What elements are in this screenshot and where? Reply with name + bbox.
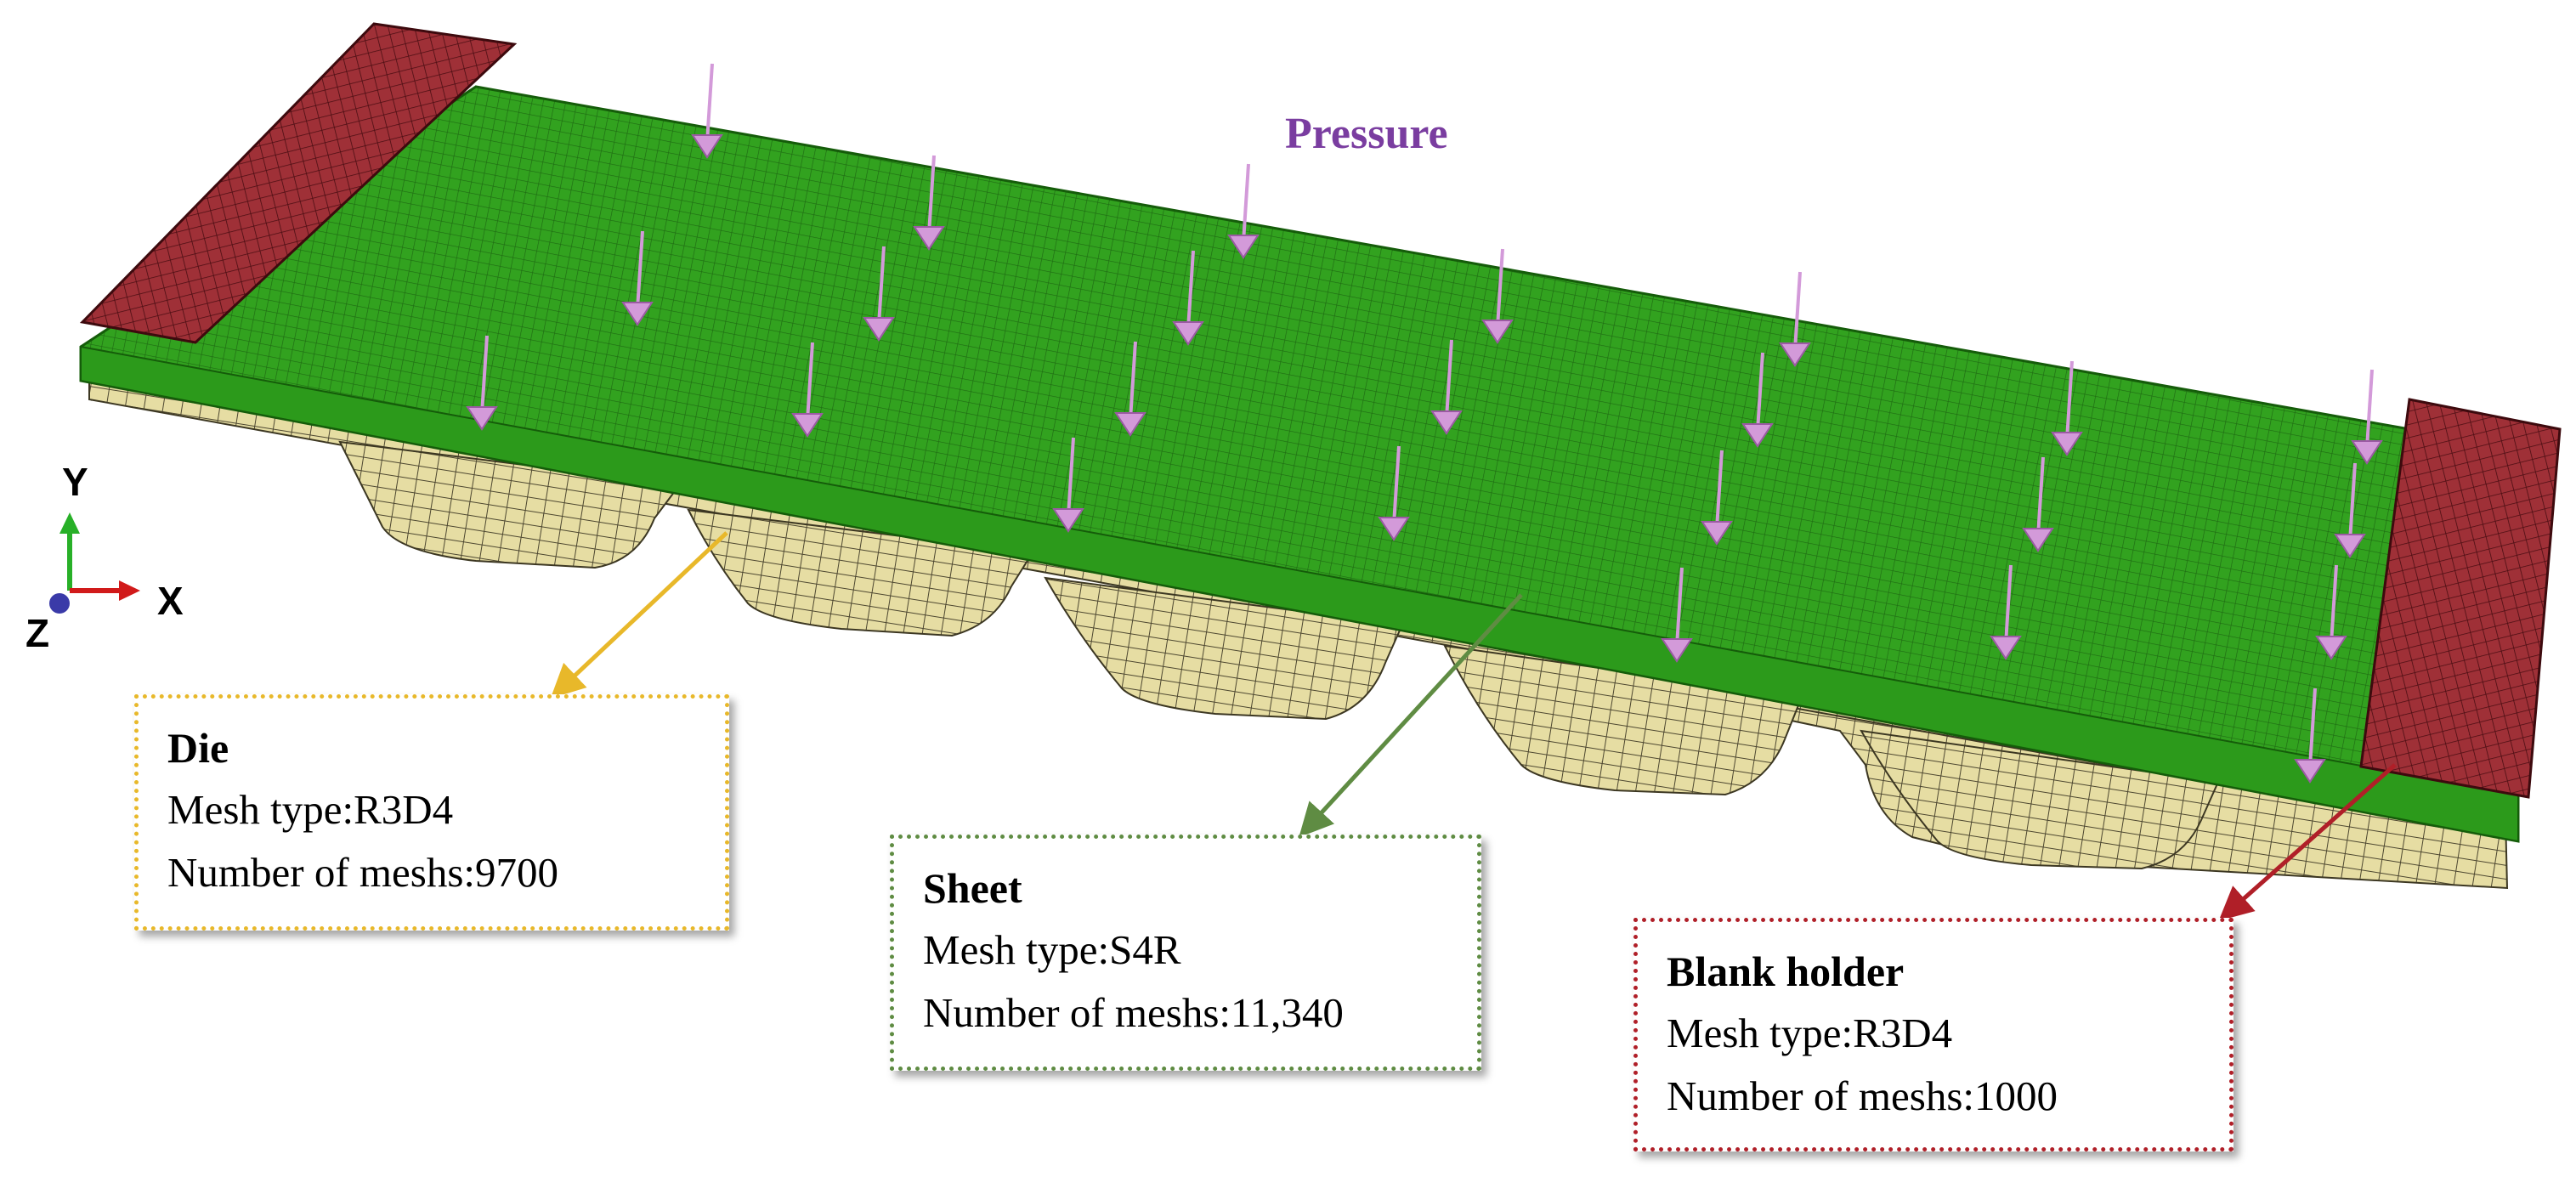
pressure-arrow-head	[1779, 342, 1811, 367]
pressure-arrow-shaft	[1067, 437, 1075, 517]
pressure-arrow-shaft	[927, 155, 936, 235]
pressure-arrow-head	[2334, 534, 2366, 558]
pressure-arrow-shaft	[2065, 360, 2074, 440]
pressure-arrow-head	[1172, 321, 1204, 346]
pressure-arrow-head	[1052, 508, 1084, 533]
axis-y-label: Y	[62, 460, 88, 504]
sheet-title: Sheet	[923, 864, 1022, 912]
pressure-arrow-head	[913, 226, 945, 251]
pressure-arrow-shaft	[2308, 688, 2317, 767]
pressure-arrow-shaft	[1793, 271, 1802, 351]
blank-holder-mesh	[79, 22, 2562, 799]
holder-title: Blank holder	[1667, 948, 1905, 995]
holder-leader-line	[2218, 763, 2397, 921]
pressure-arrow-shaft	[1496, 248, 1504, 328]
pressure-arrow-head	[2351, 440, 2383, 465]
pressure-arrow-shaft	[2036, 456, 2045, 536]
pressure-arrow-shaft	[1445, 339, 1453, 419]
pressure-arrow-head	[791, 413, 824, 438]
pressure-arrow-shaft	[1186, 250, 1195, 330]
sheet-mesh-type: Mesh type:S4R	[923, 926, 1181, 973]
blank-holder-callout: Blank holder Mesh type:R3D4 Number of me…	[1633, 918, 2233, 1152]
pressure-arrow-shaft	[2348, 462, 2357, 542]
pressure-arrow-shaft	[636, 230, 644, 310]
pressure-arrow-head	[2022, 528, 2054, 552]
pressure-arrow-head	[1701, 521, 1733, 546]
coordinate-triad	[49, 512, 140, 614]
pressure-arrow-head	[1661, 638, 1693, 663]
die-mesh-type: Mesh type:R3D4	[167, 786, 454, 833]
pressure-arrow-shaft	[1715, 450, 1724, 529]
pressure-arrow-shaft	[1392, 445, 1401, 525]
pressure-arrow-shaft	[2330, 564, 2338, 644]
axis-z-label: Z	[25, 611, 50, 655]
pressure-arrow-head	[1114, 412, 1146, 437]
pressure-arrow-shaft	[2365, 369, 2374, 449]
sheet-leader-line	[1299, 593, 1523, 838]
sheet-callout: Sheet Mesh type:S4R Number of meshs:11,3…	[890, 835, 1481, 1071]
sheet-mesh-count: Number of meshs:11,340	[923, 989, 1344, 1036]
pressure-arrow-shaft	[1756, 352, 1764, 432]
pressure-label: Pressure	[1285, 110, 1448, 158]
pressure-arrow-head	[1990, 636, 2022, 660]
pressure-arrow-shaft	[806, 342, 814, 422]
pressure-arrow-shaft	[1242, 163, 1250, 243]
pressure-arrow-shaft	[1129, 341, 1137, 421]
pressure-arrow-head	[2294, 759, 2326, 784]
pressure-arrow-shaft	[705, 63, 714, 143]
pressure-arrow-head	[621, 302, 654, 326]
pressure-arrow-shaft	[480, 335, 489, 415]
pressure-arrow-shaft	[1675, 567, 1684, 647]
pressure-arrow-shaft	[877, 246, 886, 325]
pressure-arrow-head	[466, 406, 498, 431]
holder-mesh-type: Mesh type:R3D4	[1667, 1010, 1953, 1056]
pressure-arrow-head	[1741, 423, 1774, 448]
holder-mesh-count: Number of meshs:1000	[1667, 1072, 2058, 1119]
pressure-arrow-shaft	[2004, 564, 2013, 644]
pressure-arrow-head	[1430, 410, 1463, 435]
pressure-arrow-head	[1227, 235, 1260, 259]
pressure-arrow-head	[691, 134, 723, 159]
pressure-arrow-head	[2315, 636, 2347, 660]
pressure-arrows	[466, 63, 2383, 784]
pressure-arrow-head	[1481, 320, 1514, 344]
pressure-arrow-head	[863, 317, 895, 342]
pressure-arrow-head	[1378, 517, 1410, 541]
axis-x-label: X	[157, 579, 184, 623]
die-leader-line	[550, 531, 728, 699]
die-callout: Die Mesh type:R3D4 Number of meshs:9700	[134, 694, 729, 931]
die-title: Die	[167, 724, 229, 772]
pressure-arrow-head	[2051, 432, 2083, 456]
die-mesh-count: Number of meshs:9700	[167, 849, 558, 896]
